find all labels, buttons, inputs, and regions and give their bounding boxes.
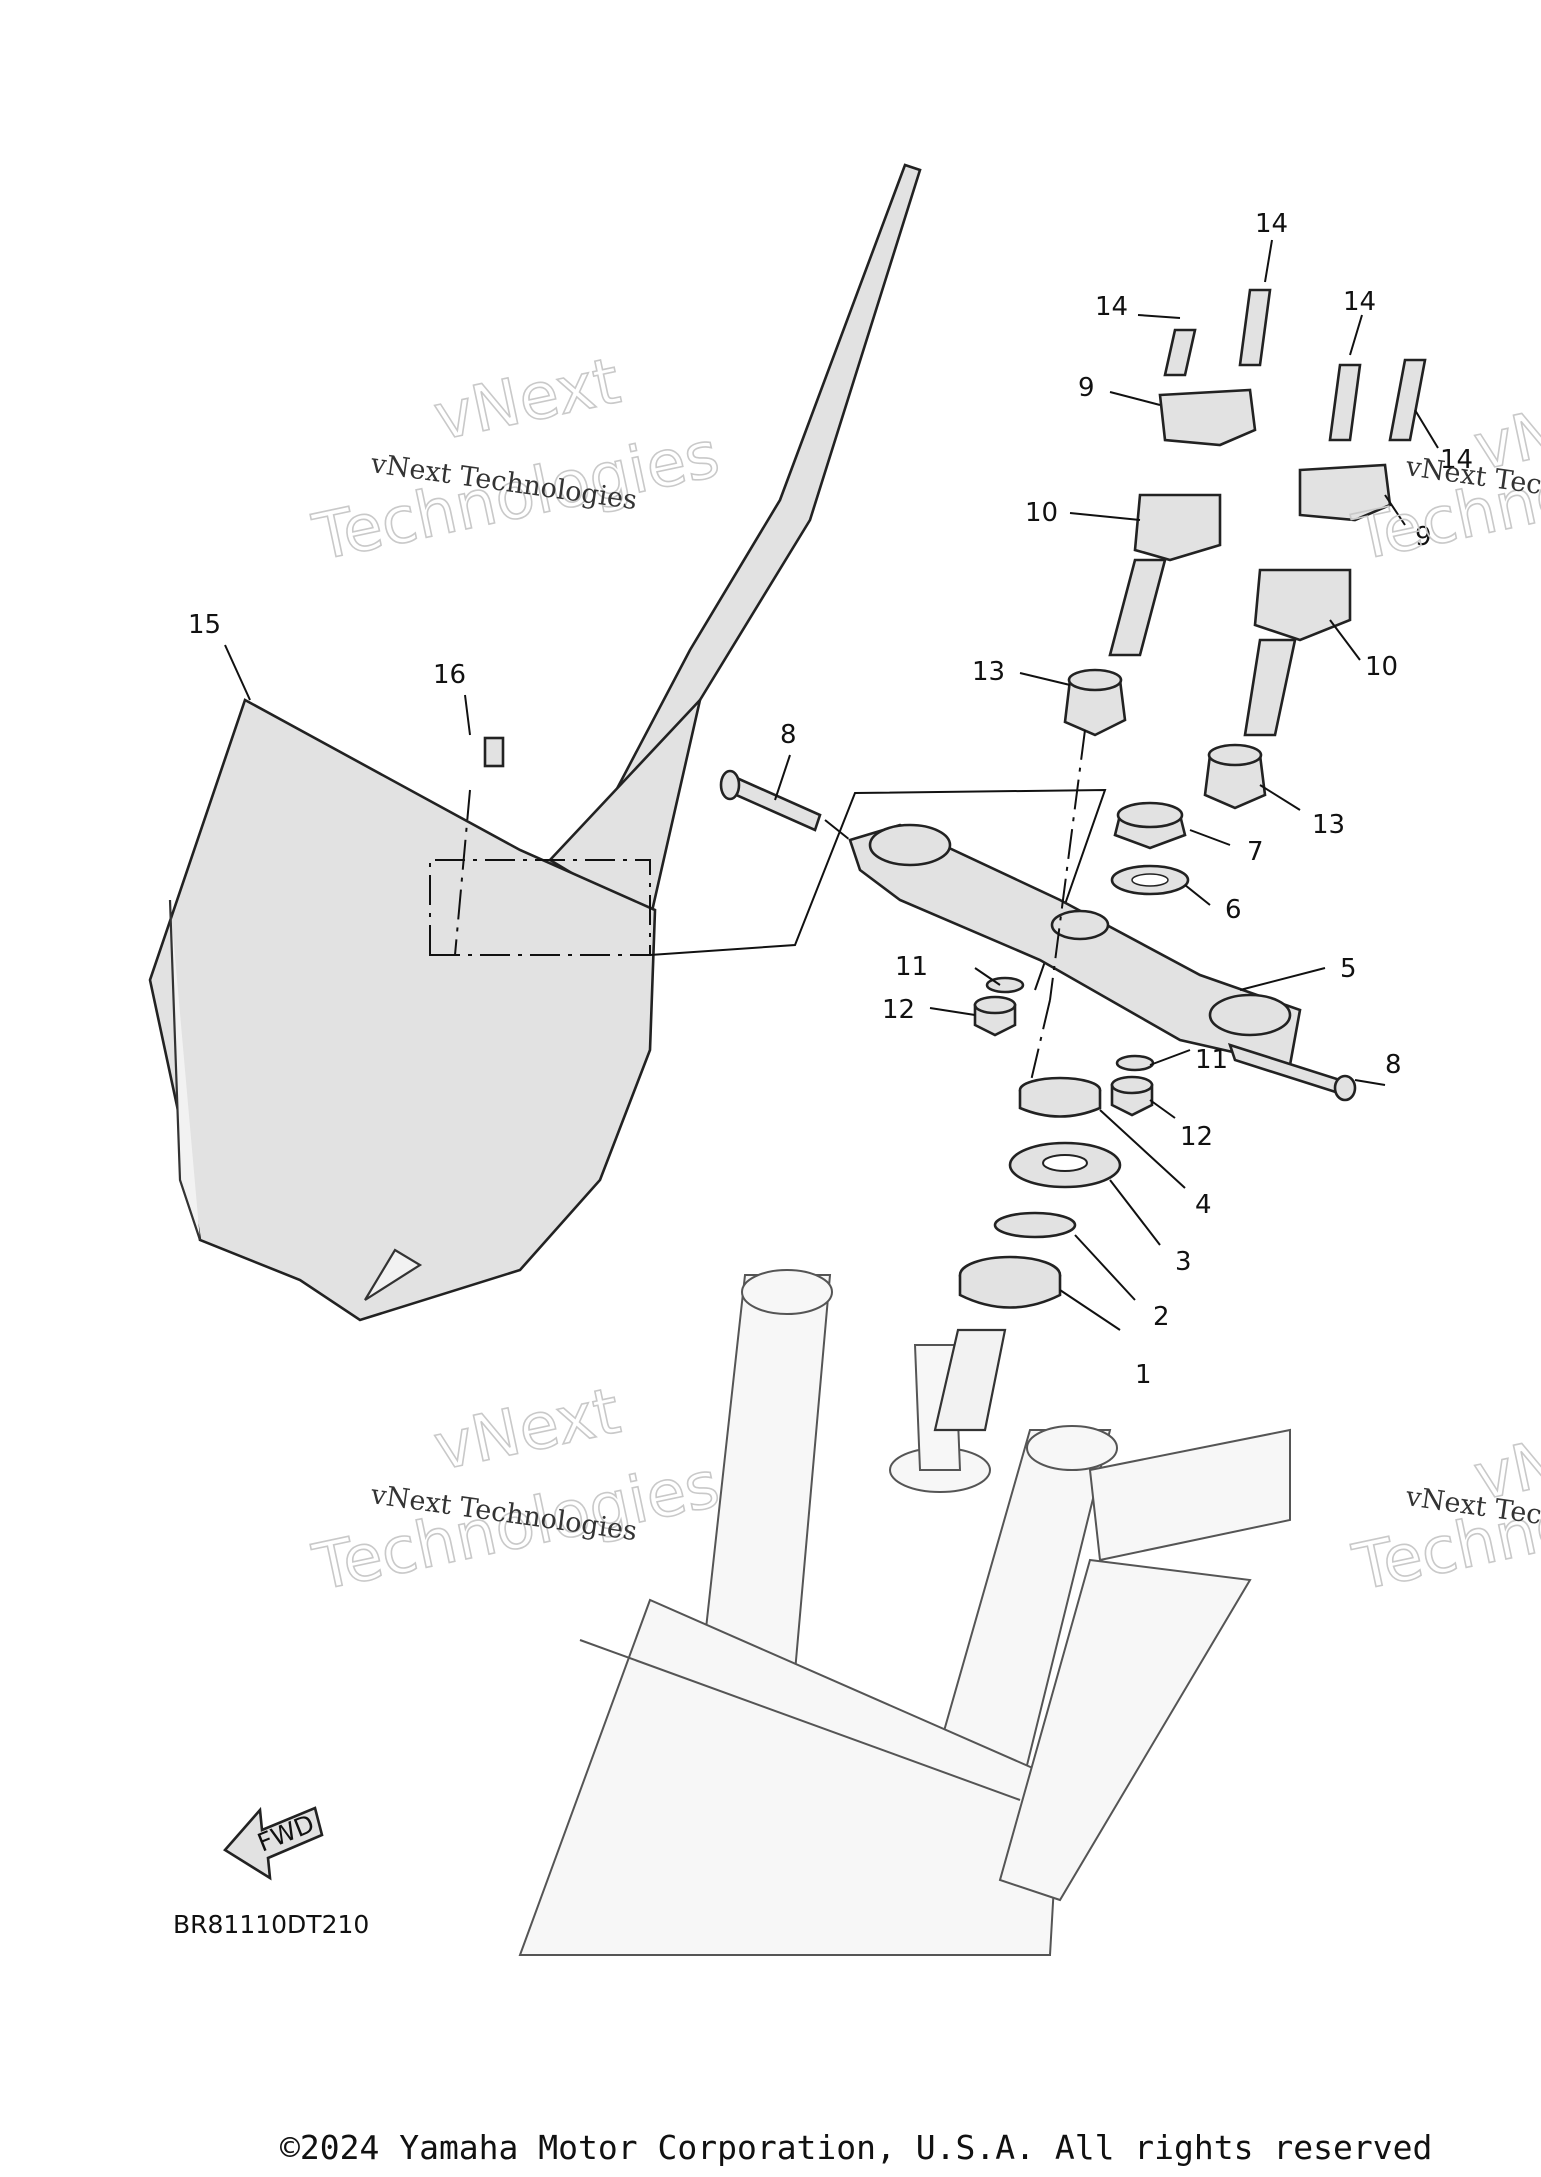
callout-10-right: 10 [1365, 652, 1398, 682]
callout-14-d: 14 [1440, 445, 1473, 475]
callout-9-left: 9 [1078, 373, 1095, 403]
callout-13-left: 13 [972, 657, 1005, 687]
callout-10-left: 10 [1025, 498, 1058, 528]
callout-16: 16 [433, 660, 466, 690]
callout-13-right: 13 [1312, 810, 1345, 840]
callout-8-right: 8 [1385, 1050, 1402, 1080]
callout-12-right: 12 [1180, 1122, 1213, 1152]
callout-14-a: 14 [1095, 292, 1128, 322]
callout-14-c: 14 [1343, 287, 1376, 317]
upper-bracket-illustration [848, 823, 1357, 1102]
bearing-stack-illustration [933, 999, 1122, 1432]
watermark-big-1a: vNext [428, 344, 626, 455]
callout-12-left: 12 [882, 995, 915, 1025]
number-plate-illustration [148, 163, 922, 1322]
callout-15: 15 [188, 610, 221, 640]
callout-1: 1 [1135, 1360, 1152, 1390]
callout-7: 7 [1247, 837, 1264, 867]
bolt-left-illustration [649, 769, 1107, 991]
callout-8-left: 8 [780, 720, 797, 750]
callout-11-right: 11 [1195, 1045, 1228, 1075]
copyright-notice: ©2024 Yamaha Motor Corporation, U.S.A. A… [280, 2128, 1433, 2167]
fwd-arrow: FWD [223, 1806, 324, 1881]
callout-4: 4 [1195, 1190, 1212, 1220]
callout-11-left: 11 [895, 952, 928, 982]
small-nuts-illustration [973, 976, 1155, 1117]
frame-illustration [518, 1269, 1291, 1956]
handlebar-holders-illustration [1049, 288, 1427, 1001]
callout-2: 2 [1153, 1302, 1170, 1332]
nut-washer-illustration [1110, 801, 1190, 896]
callout-3: 3 [1175, 1247, 1192, 1277]
callouts: 1 2 3 4 5 6 7 8 8 9 9 10 10 11 11 12 12 [188, 209, 1473, 1390]
watermark-big-2a: vNext [428, 1374, 626, 1485]
callout-9-right: 9 [1415, 522, 1432, 552]
drawing-code: BR81110DT210 [173, 1910, 369, 1939]
callout-5: 5 [1340, 954, 1357, 984]
callout-6: 6 [1225, 895, 1242, 925]
callout-14-b: 14 [1255, 209, 1288, 239]
